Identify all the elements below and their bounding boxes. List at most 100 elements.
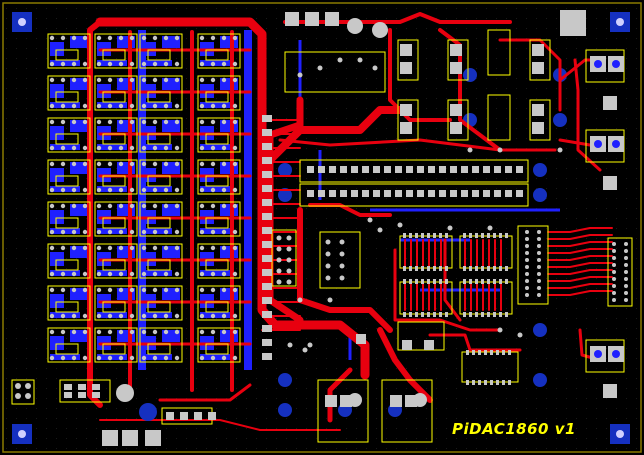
grid-dot <box>536 258 537 259</box>
grid-dot <box>566 188 567 189</box>
grid-dot <box>176 238 177 239</box>
grid-dot <box>576 158 577 159</box>
top-trace <box>438 28 502 152</box>
grid-dot <box>156 108 157 109</box>
grid-dot <box>226 8 227 9</box>
grid-dot <box>116 308 117 309</box>
grid-dot <box>366 448 367 449</box>
grid-dot <box>216 28 217 29</box>
resistor-pad <box>141 203 147 209</box>
grid-dot <box>326 188 327 189</box>
grid-dot <box>476 108 477 109</box>
ic-pin <box>481 266 484 271</box>
grid-dot <box>26 358 27 359</box>
grid-dot <box>316 98 317 99</box>
small-via <box>337 57 343 63</box>
grid-dot <box>486 298 487 299</box>
grid-dot <box>116 108 117 109</box>
grid-dot <box>346 368 347 369</box>
grid-dot <box>176 98 177 99</box>
grid-dot <box>526 138 527 139</box>
grid-dot <box>566 328 567 329</box>
grid-dot <box>296 28 297 29</box>
grid-dot <box>86 48 87 49</box>
grid-dot <box>226 238 227 239</box>
net-trace <box>308 203 392 217</box>
resistor-pad <box>210 187 216 193</box>
grid-dot <box>466 58 467 59</box>
resistor-outline <box>147 301 171 313</box>
grid-dot <box>536 268 537 269</box>
resistor-pad <box>129 119 135 125</box>
grid-dot <box>76 8 77 9</box>
grid-dot <box>536 218 537 219</box>
grid-dot <box>46 218 47 219</box>
grid-dot <box>36 148 37 149</box>
grid-dot <box>336 118 337 119</box>
grid-dot <box>236 418 237 419</box>
resistor-pad <box>96 119 102 125</box>
grid-dot <box>176 448 177 449</box>
grid-dot <box>316 108 317 109</box>
grid-dot <box>566 108 567 109</box>
grid-dot <box>516 288 517 289</box>
grid-dot <box>236 178 237 179</box>
grid-dot <box>36 448 37 449</box>
grid-dot <box>46 378 47 379</box>
grid-dot <box>456 248 457 249</box>
grid-dot <box>316 218 317 219</box>
grid-dot <box>386 398 387 399</box>
grid-dot <box>356 228 357 229</box>
grid-dot <box>576 308 577 309</box>
grid-dot <box>536 188 537 189</box>
grid-dot <box>256 398 257 399</box>
grid-dot <box>566 308 567 309</box>
grid-dot <box>566 208 567 209</box>
grid-dot <box>66 268 67 269</box>
grid-dot <box>246 418 247 419</box>
grid-dot <box>306 68 307 69</box>
grid-dot <box>476 428 477 429</box>
grid-dot <box>486 158 487 159</box>
grid-dot <box>496 178 497 179</box>
smd-pad <box>262 185 272 192</box>
grid-dot <box>306 448 307 449</box>
grid-dot <box>616 228 617 229</box>
grid-dot <box>566 78 567 79</box>
grid-dot <box>356 188 357 189</box>
resistor-pad <box>82 77 88 83</box>
connector-pin <box>612 291 616 295</box>
grid-dot <box>496 8 497 9</box>
grid-dot <box>316 388 317 389</box>
grid-dot <box>386 408 387 409</box>
grid-dot <box>196 308 197 309</box>
grid-dot <box>116 368 117 369</box>
grid-dot <box>106 318 107 319</box>
grid-dot <box>196 148 197 149</box>
grid-dot <box>256 218 257 219</box>
grid-dot <box>126 348 127 349</box>
ribbon-trace <box>547 269 613 275</box>
blue-trace <box>142 228 172 234</box>
resistor-pad <box>221 271 227 277</box>
grid-dot <box>556 218 557 219</box>
grid-dot <box>626 198 627 199</box>
grid-dot <box>516 448 517 449</box>
grid-dot <box>506 68 507 69</box>
grid-dot <box>286 8 287 9</box>
grid-dot <box>466 198 467 199</box>
connector-pin <box>525 258 529 262</box>
grid-dot <box>96 138 97 139</box>
resistor-pad <box>141 355 147 361</box>
grid-dot <box>106 248 107 249</box>
grid-dot <box>536 238 537 239</box>
grid-dot <box>116 128 117 129</box>
grid-dot <box>236 108 237 109</box>
resistor-pad <box>60 313 66 319</box>
grid-dot <box>86 368 87 369</box>
grid-dot <box>386 318 387 319</box>
grid-dot <box>286 118 287 119</box>
resistor-pad <box>107 287 113 293</box>
grid-dot <box>406 328 407 329</box>
